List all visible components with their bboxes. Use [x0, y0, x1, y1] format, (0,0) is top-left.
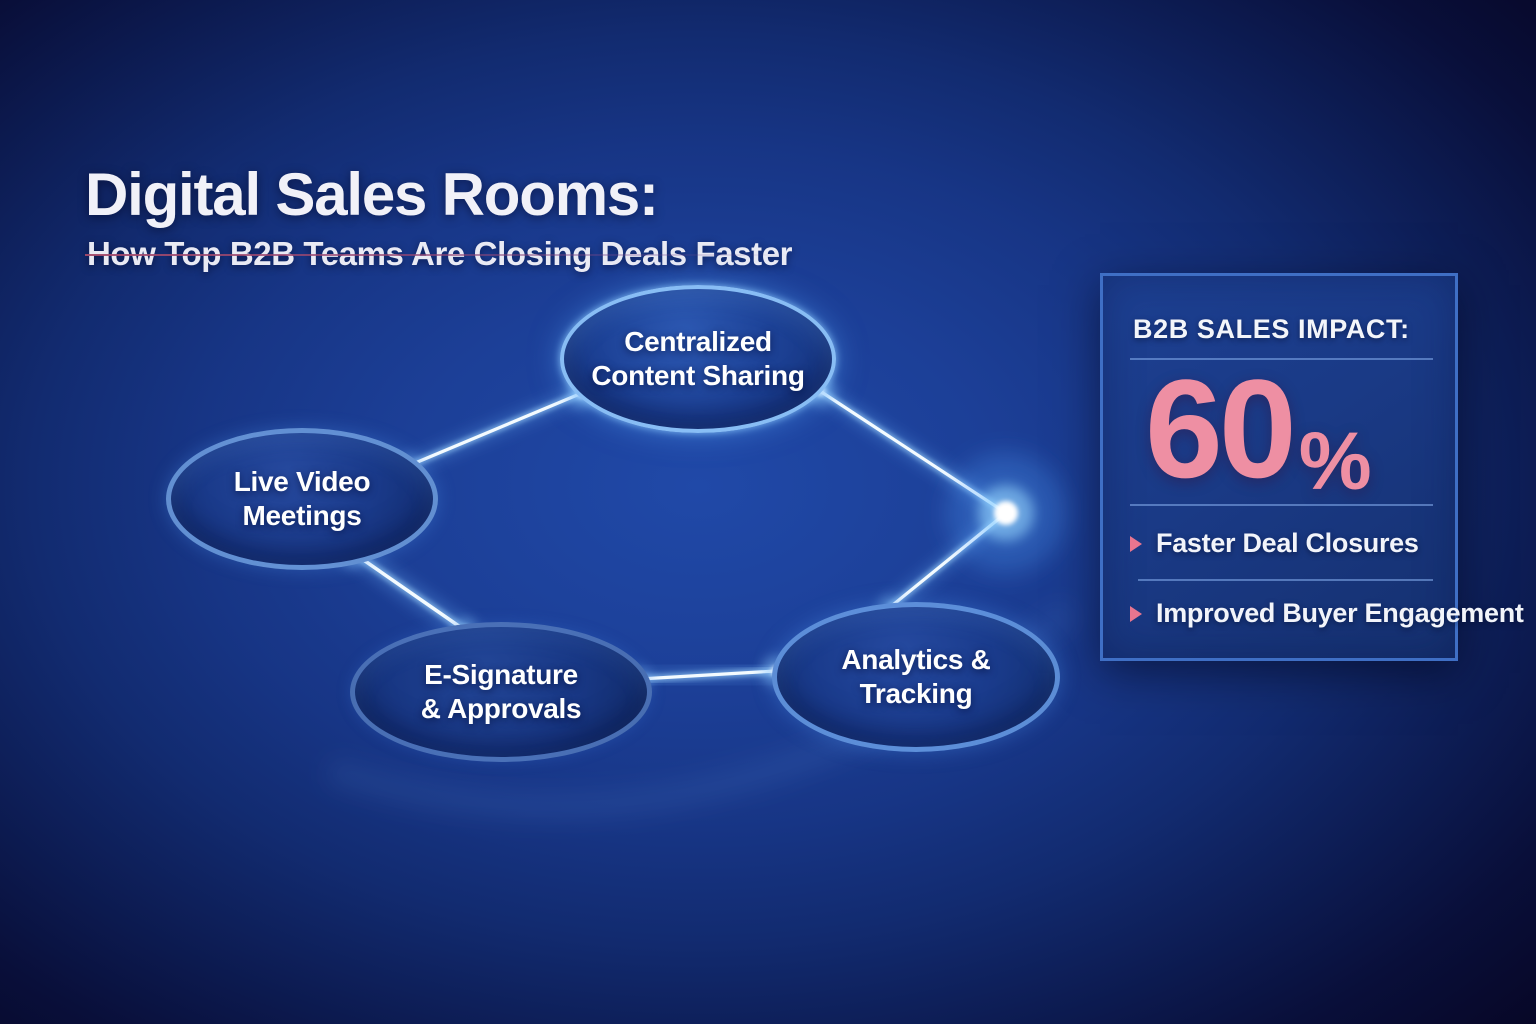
node-label: Centralized Content Sharing: [591, 325, 805, 391]
node-label: Analytics & Tracking: [841, 643, 991, 709]
title-underline-divider: [85, 254, 791, 256]
bullet-faster-deal-closures: Faster Deal Closures: [1130, 528, 1419, 559]
panel-divider: [1130, 358, 1433, 360]
node-label: Live Video Meetings: [233, 465, 371, 531]
node-centralized-content-sharing: Centralized Content Sharing: [560, 285, 836, 433]
beam-esignature-analytics: [638, 661, 778, 689]
panel-divider: [1138, 579, 1433, 581]
page-title: Digital Sales Rooms:: [85, 161, 659, 229]
node-e-signature-approvals: E-Signature & Approvals: [350, 622, 652, 762]
impact-panel-heading: B2B SALES IMPACT:: [1133, 314, 1410, 344]
impact-stat: 60 %: [1145, 350, 1372, 507]
bullet-improved-buyer-engagement: Improved Buyer Engagement: [1130, 598, 1524, 629]
hub-glow-node: [946, 453, 1066, 573]
bullet-arrow-icon: [1130, 535, 1142, 552]
beam-hub-analytics: [882, 505, 1013, 616]
node-analytics-tracking: Analytics & Tracking: [772, 602, 1060, 752]
page-subtitle: How Top B2B Teams Are Closing Deals Fast…: [87, 235, 793, 273]
impact-panel: B2B SALES IMPACT: 60 % Faster Deal Closu…: [1100, 273, 1524, 661]
bullet-arrow-icon: [1130, 605, 1142, 622]
beam-livevideo-centralized: [404, 383, 586, 476]
panel-divider: [1130, 504, 1433, 506]
stat-unit: %: [1298, 415, 1372, 507]
bullet-label: Improved Buyer Engagement: [1156, 598, 1524, 628]
bullet-label: Faster Deal Closures: [1156, 528, 1419, 558]
beam-livevideo-esignature: [345, 542, 473, 641]
node-label: E-Signature & Approvals: [420, 658, 582, 724]
node-live-video-meetings: Live Video Meetings: [166, 428, 438, 570]
beam-centralized-hub: [814, 382, 1012, 522]
stat-value: 60: [1145, 350, 1297, 507]
